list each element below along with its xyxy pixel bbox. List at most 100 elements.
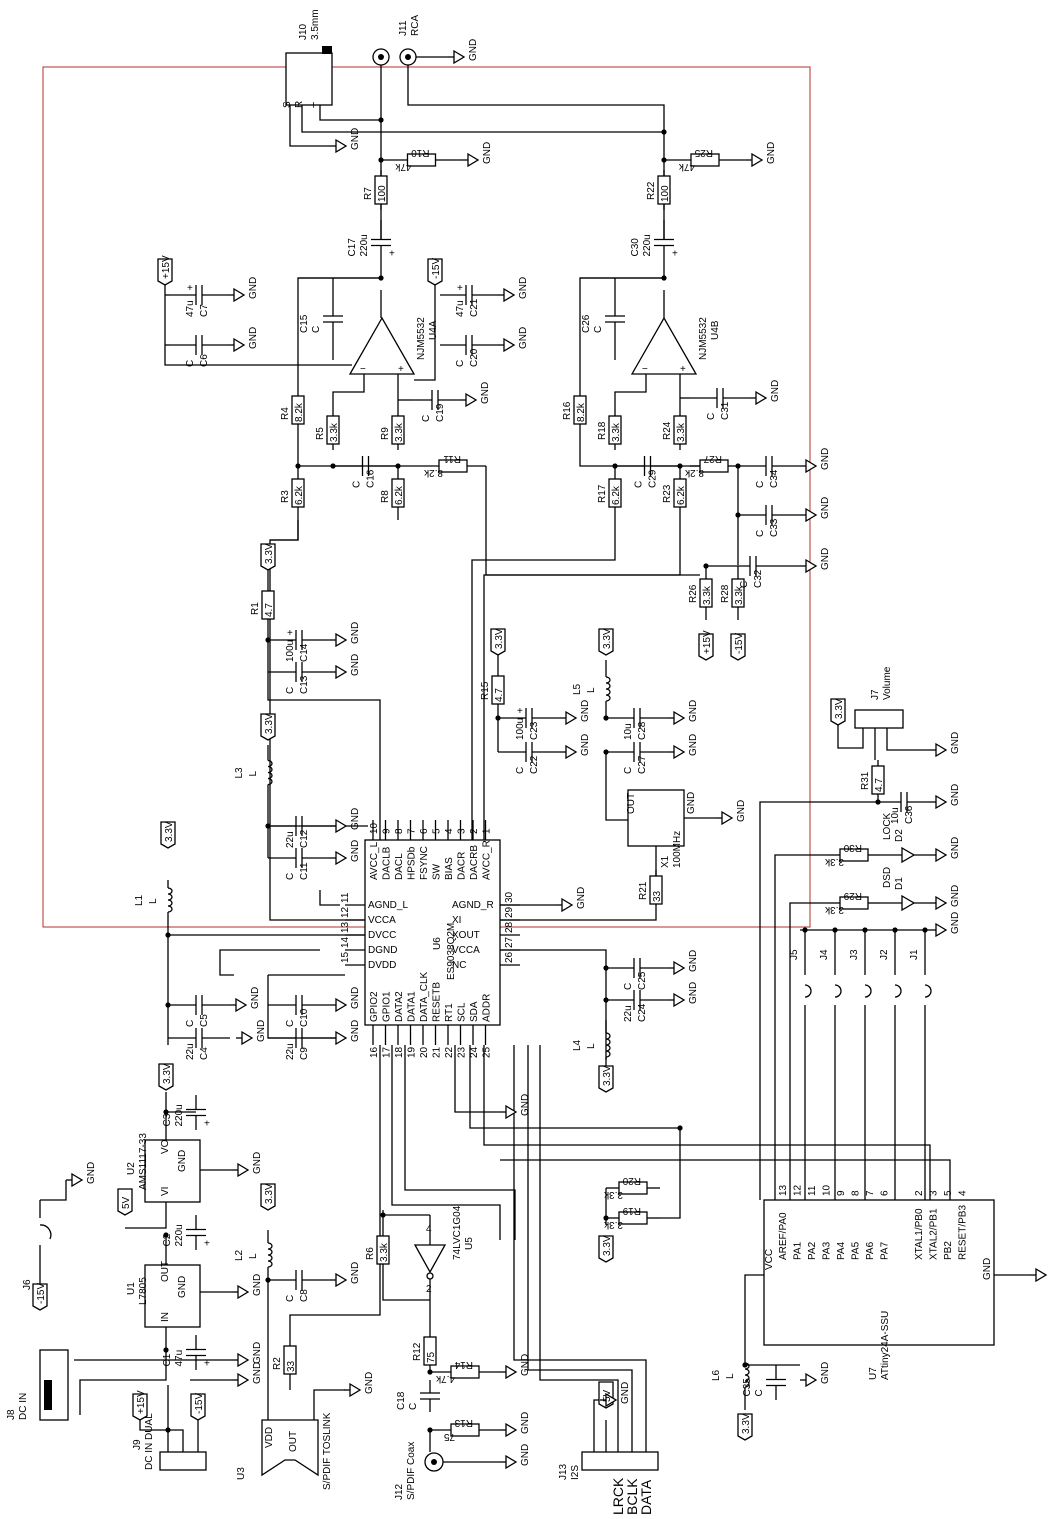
label-components-C8-ref: C8 bbox=[299, 1289, 310, 1302]
label-components-R30-ref: R30 bbox=[843, 842, 862, 853]
pin-label: OUT bbox=[626, 793, 637, 814]
pin-name: AREF/PA0 bbox=[778, 1212, 789, 1260]
label-components-C4-ref: C4 bbox=[199, 1047, 210, 1060]
wire bbox=[744, 1274, 764, 1340]
opamp-input: + bbox=[680, 364, 686, 375]
pin-name: XOUT bbox=[452, 930, 480, 941]
junction-dot bbox=[378, 157, 384, 163]
pin-number: 22 bbox=[444, 1046, 455, 1058]
header-j9 bbox=[159, 1451, 207, 1471]
pin-label: S bbox=[282, 101, 293, 108]
gnd-label: GND bbox=[252, 1274, 263, 1296]
label-components-R25-value: 47k bbox=[678, 161, 695, 172]
wire bbox=[414, 285, 436, 381]
power-label: 5V bbox=[602, 1389, 613, 1402]
pin-name: DVDD bbox=[368, 960, 396, 971]
gnd-symbol bbox=[335, 850, 348, 866]
label-components-C28-ref: C28 bbox=[637, 721, 648, 740]
resistor bbox=[731, 578, 745, 608]
regulator-u2 bbox=[144, 1139, 201, 1203]
polarity-mark: + bbox=[672, 249, 678, 260]
power-flag bbox=[157, 258, 173, 286]
gnd-symbol bbox=[235, 997, 248, 1013]
pin-number: 27 bbox=[504, 936, 515, 948]
label-components-C31-value: C bbox=[706, 413, 717, 420]
pin-name: DVCC bbox=[368, 930, 396, 941]
wire bbox=[267, 640, 381, 840]
gnd-symbol bbox=[335, 1030, 348, 1046]
label-components-J8-value: DC IN bbox=[18, 1393, 29, 1420]
label-components-L4-ref: L4 bbox=[572, 1039, 583, 1051]
label-components-R7-value: 100 bbox=[377, 185, 388, 202]
pin-number: 23 bbox=[457, 1046, 468, 1058]
resistor bbox=[608, 478, 622, 508]
power-label: 3.3V bbox=[264, 543, 275, 564]
pin-number: 25 bbox=[482, 1046, 493, 1058]
pin-label: GND bbox=[686, 792, 697, 814]
pin-name: PA5 bbox=[851, 1241, 862, 1260]
power-label: 5V bbox=[121, 1196, 132, 1209]
gnd-label: GND bbox=[350, 1020, 361, 1042]
label-components-R16-value: 8.2k bbox=[576, 402, 587, 422]
label-components-L3-ref: L3 bbox=[234, 767, 245, 779]
pin-number: 1 bbox=[482, 828, 493, 834]
label-components-C36-ref: C36 bbox=[904, 805, 915, 824]
junction-dot bbox=[677, 1125, 683, 1131]
dc-jack-pin bbox=[44, 1380, 52, 1410]
gnd-label: GND bbox=[820, 1362, 831, 1384]
label-components-C36-value: 10u bbox=[890, 807, 901, 824]
jack-j10-tab bbox=[322, 46, 332, 54]
pin-name: PA4 bbox=[836, 1241, 847, 1260]
label-components-U4A-ref: U4A bbox=[428, 320, 439, 340]
gnd-label: GND bbox=[256, 1020, 267, 1042]
label-components-R5-ref: R5 bbox=[315, 427, 326, 440]
power-label: 3.3V bbox=[164, 821, 175, 842]
label-components-C5-value: C bbox=[185, 1020, 196, 1027]
junction-dot bbox=[735, 512, 741, 518]
jumper-label: J2 bbox=[879, 949, 890, 960]
pin-number: 5 bbox=[432, 828, 443, 834]
wire bbox=[483, 520, 681, 840]
gnd-symbol bbox=[335, 997, 348, 1013]
wire bbox=[269, 520, 365, 921]
gnd-symbol bbox=[237, 1162, 250, 1178]
gnd-symbol bbox=[935, 742, 948, 758]
gnd-symbol bbox=[335, 664, 348, 680]
pin-number: 7 bbox=[865, 1190, 876, 1196]
label-components-R31-ref: R31 bbox=[860, 771, 871, 790]
gnd-label: GND bbox=[468, 39, 479, 61]
power-label: 3.3V bbox=[602, 1065, 613, 1086]
resistor bbox=[450, 1365, 480, 1379]
label-components-C33-value: C bbox=[755, 530, 766, 537]
resistor bbox=[376, 1235, 390, 1265]
solder-jumper bbox=[864, 984, 872, 998]
label-components-C35-ref: C35 bbox=[742, 1378, 753, 1397]
label-components-C22-ref: C22 bbox=[529, 755, 540, 774]
label-components-L1-ref: L1 bbox=[134, 894, 145, 906]
polarity-mark: + bbox=[204, 1359, 210, 1370]
resistor bbox=[423, 1336, 437, 1366]
resistor bbox=[608, 415, 622, 445]
pin-name: GPIO1 bbox=[382, 991, 393, 1022]
resistor bbox=[391, 478, 405, 508]
power-flag bbox=[737, 1413, 753, 1441]
pin-name: VI bbox=[160, 1187, 171, 1196]
label-components-R19-value: 3.3k bbox=[603, 1219, 623, 1230]
label-components-R31-value: 4.7 bbox=[874, 778, 885, 792]
toslink-u3 bbox=[261, 1419, 319, 1477]
resistor bbox=[673, 478, 687, 508]
gnd-symbol bbox=[505, 1422, 518, 1438]
pin-number: 17 bbox=[382, 1046, 393, 1058]
opamp-u4a bbox=[348, 316, 416, 375]
gnd-symbol bbox=[453, 49, 466, 65]
gnd-symbol bbox=[505, 1364, 518, 1380]
resistor bbox=[649, 875, 663, 905]
label-components-L2-value: L bbox=[248, 1253, 259, 1259]
i2s-label-data: DATA bbox=[638, 1479, 654, 1515]
gnd-symbol bbox=[935, 794, 948, 810]
polarity-mark: + bbox=[287, 628, 293, 639]
label-components-C19-ref: C19 bbox=[435, 403, 446, 422]
power-label: 3.3V bbox=[494, 628, 505, 649]
power-flag bbox=[132, 1393, 148, 1421]
label-components-R28-value: 3.3k bbox=[734, 585, 745, 605]
